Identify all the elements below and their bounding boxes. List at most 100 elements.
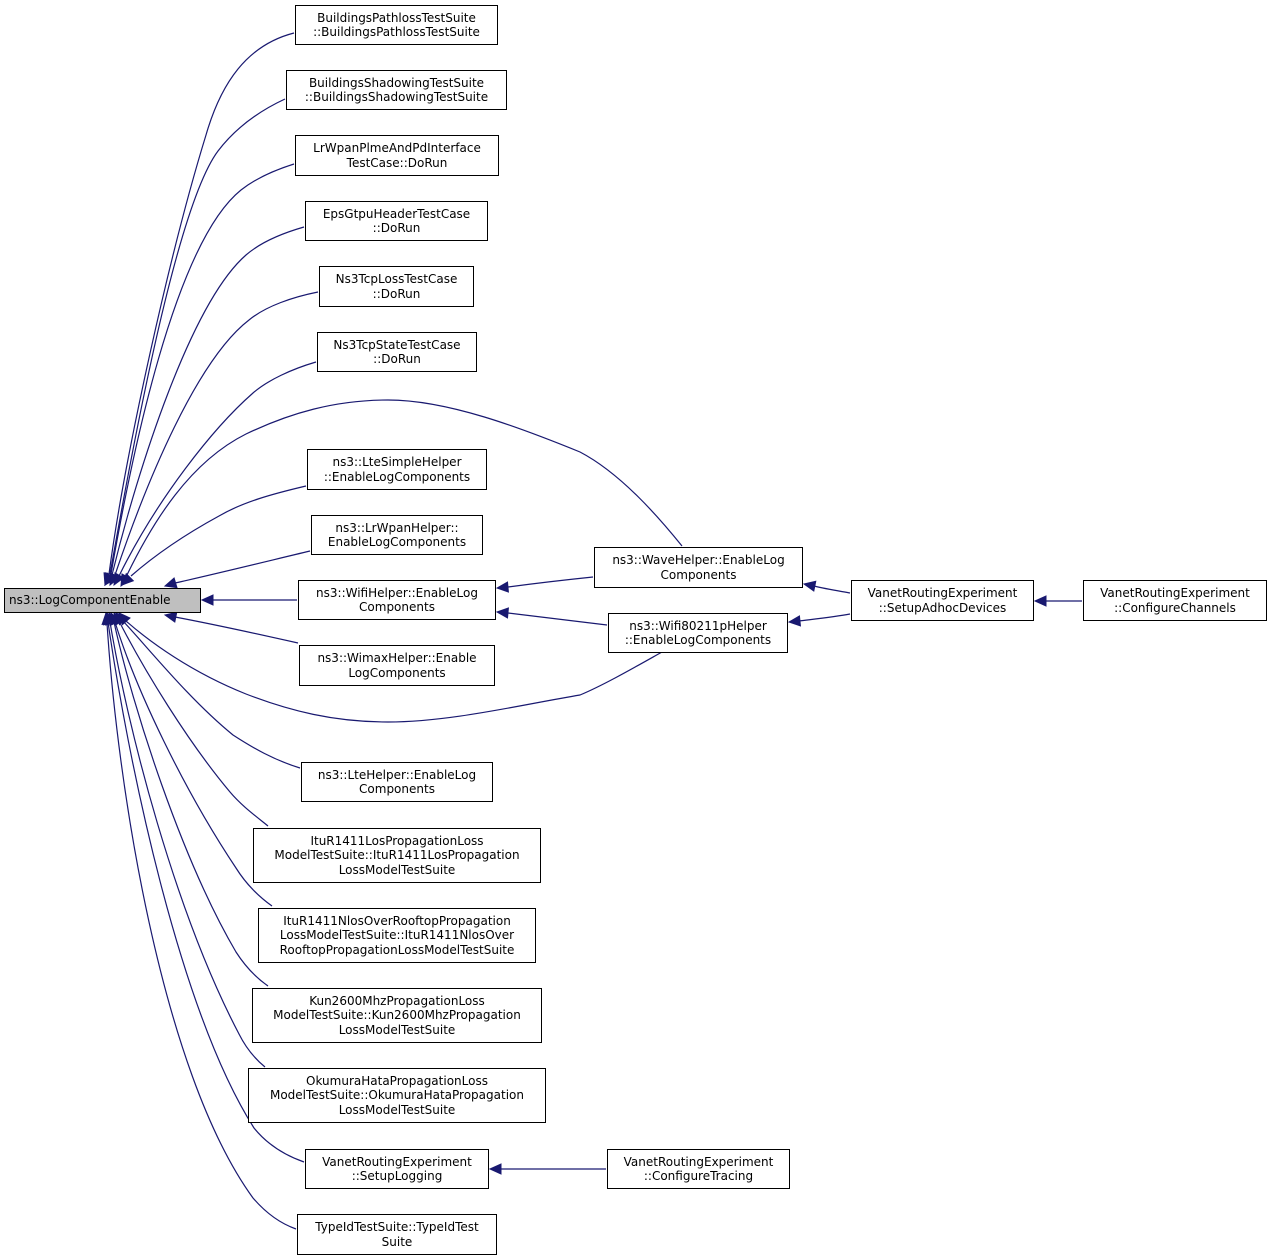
node-line: ::DoRun [372, 221, 421, 235]
node-root[interactable]: ns3::LogComponentEnable [4, 588, 201, 613]
edge-setup-logging [107, 621, 305, 1163]
edge-setup-adhoc->wave-helper [813, 585, 851, 594]
node-buildings-shadowing[interactable]: BuildingsShadowingTestSuite ::BuildingsS… [286, 70, 507, 110]
node-line: EpsGtpuHeaderTestCase [322, 206, 471, 221]
node-line: ns3::Wifi80211pHelper [629, 618, 767, 633]
node-setup-adhoc[interactable]: VanetRoutingExperiment ::SetupAdhocDevic… [851, 580, 1034, 621]
node-line: BuildingsShadowingTestSuite [308, 75, 485, 90]
edge-arrowhead [495, 581, 509, 593]
node-tcp-state[interactable]: Ns3TcpStateTestCase ::DoRun [317, 332, 477, 372]
edge-arrowhead [1033, 595, 1047, 607]
node-line: ::BuildingsPathlossTestSuite [313, 25, 480, 39]
node-typeid[interactable]: TypeIdTestSuite::TypeIdTest Suite [297, 1214, 497, 1255]
edge-arrowhead [495, 607, 509, 619]
edge-arrowhead [787, 615, 802, 627]
node-line: ::SetupAdhocDevices [878, 600, 1007, 615]
edge-kun2600 [113, 621, 269, 987]
node-line: LossModelTestSuite [338, 1102, 456, 1117]
edge-arrowhead [113, 572, 125, 587]
edge-arrowhead [163, 611, 178, 623]
edge-arrowhead [200, 594, 214, 606]
node-line: ModelTestSuite::OkumuraHataPropagation [269, 1088, 524, 1103]
node-line: ::EnableLogComponents [323, 469, 471, 484]
edge-tcp-state [118, 361, 317, 577]
edge-tcp-loss [114, 291, 319, 576]
node-line: ns3::LteHelper::EnableLog [317, 767, 477, 782]
edge-eps-gtpu [111, 226, 305, 576]
node-line: ::EnableLogComponents [624, 633, 772, 647]
node-eps-gtpu[interactable]: EpsGtpuHeaderTestCase ::DoRun [305, 201, 488, 241]
node-lte-simple-helper[interactable]: ns3::LteSimpleHelper ::EnableLogComponen… [307, 449, 487, 490]
edge-okumura [109, 621, 266, 1068]
edge-wave-helper->wifi-helper [507, 576, 594, 588]
node-okumura[interactable]: OkumuraHataPropagationLoss ModelTestSuit… [248, 1068, 546, 1123]
edge-typeid [106, 622, 297, 1230]
node-line: LossModelTestSuite [338, 862, 456, 877]
node-line: ns3::WaveHelper::EnableLog [612, 553, 785, 567]
node-line: VanetRoutingExperiment [322, 1154, 472, 1169]
edge-buildings-shadowing [109, 98, 286, 575]
node-line: EnableLogComponents [327, 535, 467, 549]
edge-wifi80211p->wifi-helper [507, 612, 608, 626]
edge-wifi80211p [125, 620, 663, 723]
edge-arrowhead [121, 572, 135, 586]
node-line: ::DoRun [373, 352, 421, 366]
node-line: ::ConfigureTracing [643, 1169, 754, 1183]
node-wifi-helper[interactable]: ns3::WifiHelper::EnableLog Components [298, 580, 496, 620]
node-lrwpan-helper[interactable]: ns3::LrWpanHelper:: EnableLogComponents [311, 515, 483, 555]
node-line: LrWpanPlmeAndPdInterface [313, 141, 481, 155]
node-line: VanetRoutingExperiment [1100, 586, 1250, 600]
edge-setup-adhoc->wifi80211p [798, 613, 851, 622]
node-line: ns3::LteSimpleHelper [332, 455, 462, 469]
node-line: ItuR1411LosPropagationLoss [310, 833, 484, 848]
node-line: ::DoRun [372, 286, 421, 301]
node-line: ns3::WifiHelper::EnableLog [316, 585, 478, 600]
node-line: OkumuraHataPropagationLoss [306, 1073, 488, 1088]
edge-itu-nlos [114, 621, 273, 907]
node-lrwpan-plme[interactable]: LrWpanPlmeAndPdInterface TestCase::DoRun [295, 135, 499, 176]
node-configure-tracing[interactable]: VanetRoutingExperiment ::ConfigureTracin… [607, 1149, 790, 1189]
node-line: Components [359, 782, 435, 796]
edge-arrowhead [488, 1163, 502, 1175]
node-line: Suite [381, 1234, 413, 1249]
node-line: Components [660, 567, 737, 582]
node-line: LossModelTestSuite [338, 1022, 456, 1037]
edge-buildings-pathloss [108, 32, 295, 575]
node-wave-helper[interactable]: ns3::WaveHelper::EnableLog Components [594, 547, 803, 588]
node-line: TypeIdTestSuite::TypeIdTest [315, 1220, 479, 1234]
edge-itu-los [118, 620, 269, 827]
node-lte-helper[interactable]: ns3::LteHelper::EnableLog Components [301, 762, 493, 802]
node-wifi80211p[interactable]: ns3::Wifi80211pHelper ::EnableLogCompone… [608, 613, 788, 653]
node-line: Ns3TcpStateTestCase [333, 337, 461, 352]
node-line: ItuR1411NlosOverRooftopPropagation [283, 913, 511, 928]
node-line: LogComponents [348, 665, 446, 680]
edge-wimax-helper [174, 616, 299, 644]
node-configure-channels[interactable]: VanetRoutingExperiment ::ConfigureChanne… [1083, 580, 1267, 621]
node-kun2600[interactable]: Kun2600MhzPropagationLoss ModelTestSuite… [252, 988, 542, 1043]
edge-lte-helper [122, 620, 301, 769]
edge-wave-helper [125, 399, 683, 578]
edge-lrwpan-plme [110, 163, 295, 575]
node-root-label: ns3::LogComponentEnable [9, 593, 171, 608]
node-line: Ns3TcpLossTestCase [335, 272, 458, 286]
node-line: ::BuildingsShadowingTestSuite [304, 90, 489, 104]
node-line: ModelTestSuite::ItuR1411LosPropagation [274, 848, 520, 863]
node-setup-logging[interactable]: VanetRoutingExperiment ::SetupLogging [305, 1149, 489, 1189]
edge-lrwpan-helper [174, 550, 311, 584]
node-tcp-loss[interactable]: Ns3TcpLossTestCase ::DoRun [319, 266, 474, 307]
node-line: TestCase::DoRun [346, 155, 448, 170]
node-line: LossModelTestSuite::ItuR1411NlosOver [279, 928, 515, 943]
node-itu-los[interactable]: ItuR1411LosPropagationLoss ModelTestSuit… [253, 828, 541, 883]
node-line: VanetRoutingExperiment [867, 586, 1018, 600]
node-line: VanetRoutingExperiment [623, 1154, 774, 1169]
node-line: RooftopPropagationLossModelTestSuite [279, 942, 515, 957]
node-line: ModelTestSuite::Kun2600MhzPropagation [273, 1008, 521, 1023]
node-itu-nlos[interactable]: ItuR1411NlosOverRooftopPropagation LossM… [258, 908, 536, 963]
edge-arrowhead [163, 577, 178, 589]
node-line: ::ConfigureChannels [1114, 600, 1236, 615]
node-line: ns3::WimaxHelper::Enable [317, 651, 477, 665]
node-line: Components [359, 600, 435, 614]
node-wimax-helper[interactable]: ns3::WimaxHelper::Enable LogComponents [299, 645, 495, 686]
node-buildings-pathloss[interactable]: BuildingsPathlossTestSuite ::BuildingsPa… [295, 5, 498, 45]
